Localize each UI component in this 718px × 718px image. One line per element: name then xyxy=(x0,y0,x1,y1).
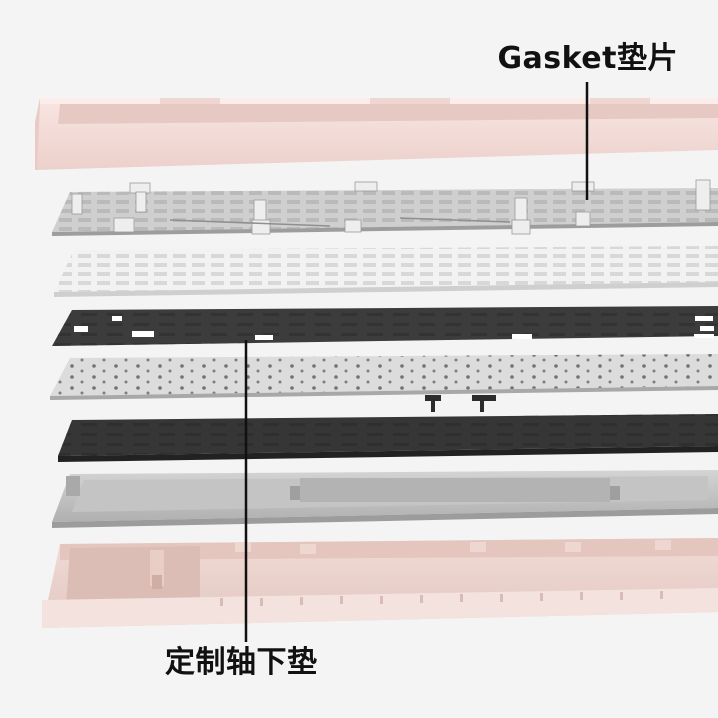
gasket-callout-label: Gasket垫片 xyxy=(497,41,678,76)
foam-layer xyxy=(58,414,718,462)
grey-tray-layer xyxy=(52,470,718,528)
bottom-case-layer xyxy=(42,538,718,628)
pcb-layer xyxy=(50,354,718,412)
switch-pad-callout-label: 定制轴下垫 xyxy=(165,645,318,680)
gasket-clips xyxy=(71,179,711,235)
gasket-plate-layer xyxy=(52,179,718,236)
white-plate-layer xyxy=(54,246,718,297)
switch-pad-layer xyxy=(52,306,718,346)
top-case-layer xyxy=(35,98,718,170)
